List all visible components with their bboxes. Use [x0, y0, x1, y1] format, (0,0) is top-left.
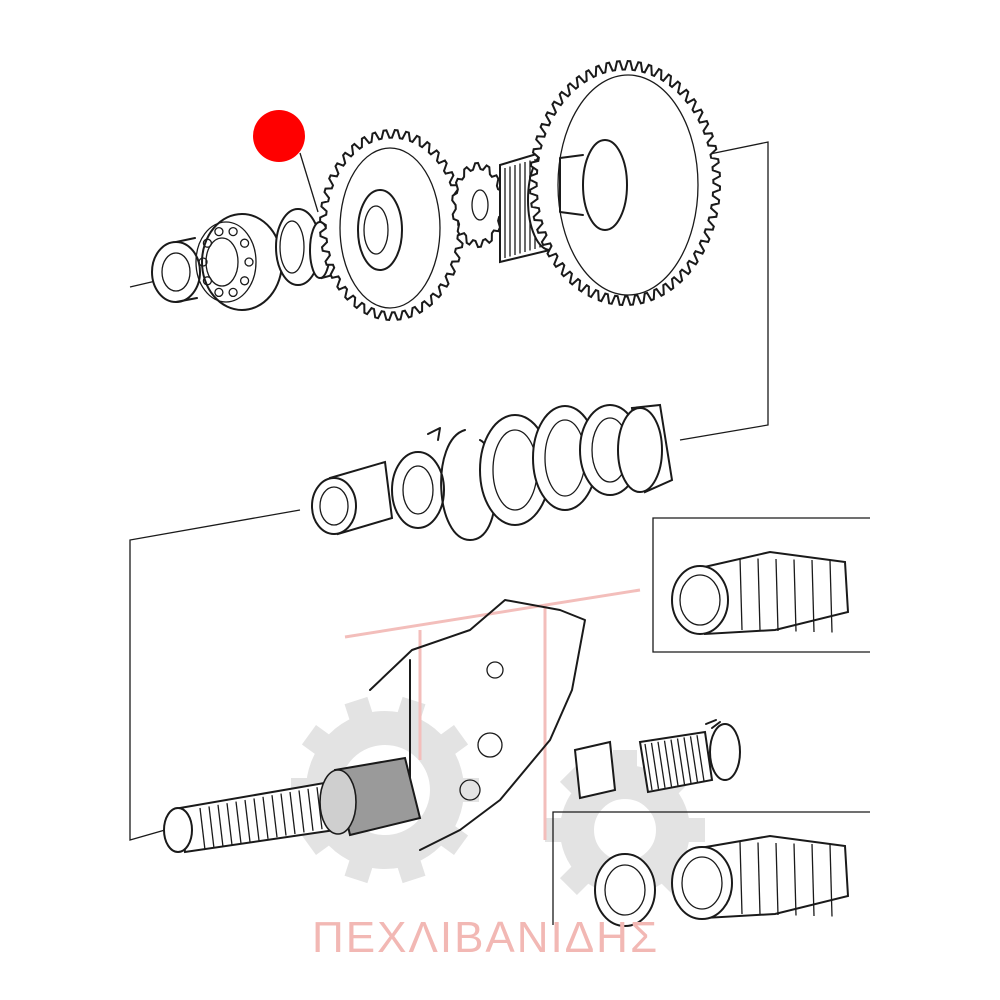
- watermark-gear-tooth: [301, 725, 336, 759]
- shaft-spline: [316, 787, 323, 830]
- shaft-spline: [208, 806, 215, 849]
- main-shaft-assembly: [163, 599, 741, 854]
- watermark-gear-tooth: [344, 852, 375, 884]
- right-spline-gear: [573, 719, 741, 800]
- output-shaft: [163, 780, 337, 854]
- threaded-sleeve-lower: [671, 834, 850, 920]
- sleeve-groove: [739, 841, 743, 915]
- sleeve-groove: [775, 558, 779, 632]
- gear-spline: [670, 739, 679, 786]
- sleeve-groove: [811, 843, 815, 917]
- shaded-bushing: [319, 756, 422, 837]
- bearing-ball: [214, 287, 224, 298]
- sleeve-groove: [793, 559, 797, 632]
- shaft-spline: [289, 791, 296, 835]
- watermark-gear-tooth: [545, 818, 569, 842]
- shaft-splines: [199, 787, 323, 851]
- shaft-spline: [271, 795, 278, 838]
- gear-spline: [689, 736, 699, 783]
- red-dot-marker: [253, 110, 305, 162]
- shaft-spline: [199, 807, 206, 851]
- middle-ring-assembly: [311, 403, 674, 541]
- seal-ring: [594, 853, 656, 927]
- gear-spline: [657, 741, 666, 788]
- threaded-sleeve-upper: [671, 550, 850, 636]
- thrust-washer: [391, 451, 445, 529]
- sleeve-grooves: [739, 557, 833, 633]
- synchro-rings: [479, 403, 674, 526]
- sleeve-groove: [829, 844, 833, 917]
- gear-spline: [676, 738, 686, 785]
- sleeve-groove: [811, 559, 815, 633]
- bearing-ball: [214, 226, 224, 237]
- sleeve-grooves: [739, 841, 833, 917]
- gear-spline: [683, 737, 692, 784]
- shaft-spline: [298, 790, 305, 833]
- watermark-gear-tooth: [559, 861, 594, 896]
- top-shaft-assembly: [151, 59, 722, 321]
- large-gear: [528, 59, 722, 307]
- bearing-ball: [239, 238, 250, 248]
- bearing-balls: [198, 226, 254, 298]
- bearing-ball: [244, 257, 254, 267]
- pinion-gear: [451, 161, 505, 249]
- inset-box-lower: [552, 811, 870, 927]
- sleeve-groove: [757, 842, 761, 915]
- shaft-spline: [307, 788, 314, 831]
- splined-sleeve: [311, 460, 394, 536]
- bearing-ball: [239, 276, 250, 286]
- bearing-ball: [198, 257, 208, 267]
- watermark-gear-tooth: [681, 818, 705, 842]
- inset-box-upper: [652, 517, 870, 653]
- gear-spline: [650, 742, 660, 789]
- right-gear-splines: [644, 735, 705, 791]
- watermark-text: ΠΕΧΛΙΒΑΝΙΔΗΣ: [312, 913, 659, 962]
- sleeve-groove: [757, 558, 761, 631]
- shaft-spline: [244, 799, 251, 843]
- gear-spline: [644, 743, 653, 791]
- watermark-gear-tooth: [344, 696, 375, 728]
- lock-nut: [151, 237, 201, 303]
- gear-spline: [663, 740, 673, 787]
- sleeve-groove: [739, 557, 743, 631]
- gear-spline: [696, 735, 705, 782]
- shaft-spline: [226, 803, 233, 846]
- spacer-ring: [275, 208, 321, 286]
- medium-gear: [319, 129, 465, 321]
- watermark-gear-tooth: [395, 852, 426, 884]
- ball-bearing: [195, 213, 283, 311]
- shaft-spline: [235, 801, 242, 844]
- shaft-spline: [262, 796, 269, 839]
- bearing-ball: [202, 238, 213, 248]
- leader-lines: [129, 141, 769, 841]
- sleeve-groove: [775, 842, 779, 916]
- shaft-spline: [280, 793, 287, 836]
- sleeve-groove: [829, 560, 833, 633]
- bearing-ball: [228, 226, 238, 237]
- bearing-ball: [202, 276, 213, 286]
- watermark-gear-tooth: [434, 725, 469, 759]
- shaft-spline: [217, 804, 224, 847]
- watermark-gear-tooth: [613, 750, 637, 774]
- shaft-spline: [253, 798, 260, 841]
- bearing-ball: [228, 287, 238, 298]
- sleeve-groove: [793, 843, 797, 916]
